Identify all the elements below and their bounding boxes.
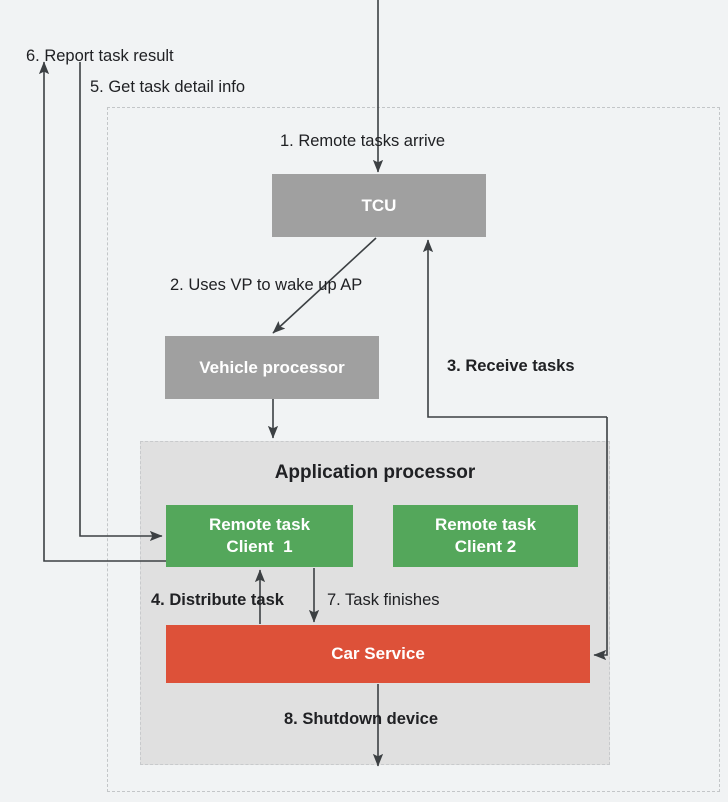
application-processor-label: Application processor xyxy=(274,462,476,483)
node-vehicle-processor[interactable]: Vehicle processor xyxy=(165,336,379,399)
step-label-5-get-task-detail-info: 5. Get task detail info xyxy=(90,78,246,96)
step-label-2-uses-vp-to-wake-up-ap: 2. Uses VP to wake up AP xyxy=(170,276,363,294)
step-label-1-remote-tasks-arrive: 1. Remote tasks arrive xyxy=(280,132,446,150)
node-remote-task-client-1[interactable]: Remote task Client 1 xyxy=(166,505,353,567)
step-label-4-distribute-task: 4. Distribute task xyxy=(151,591,284,609)
node-remote-task-client-2[interactable]: Remote task Client 2 xyxy=(393,505,578,567)
step-label-8-shutdown-device: 8. Shutdown device xyxy=(284,710,439,728)
step-label-6-report-task-result: 6. Report task result xyxy=(26,47,174,65)
node-tcu[interactable]: TCU xyxy=(272,174,486,237)
step-label-7-task-finishes: 7. Task finishes xyxy=(327,591,440,609)
node-car-service[interactable]: Car Service xyxy=(166,625,590,683)
step-label-3-receive-tasks: 3. Receive tasks xyxy=(447,357,575,375)
